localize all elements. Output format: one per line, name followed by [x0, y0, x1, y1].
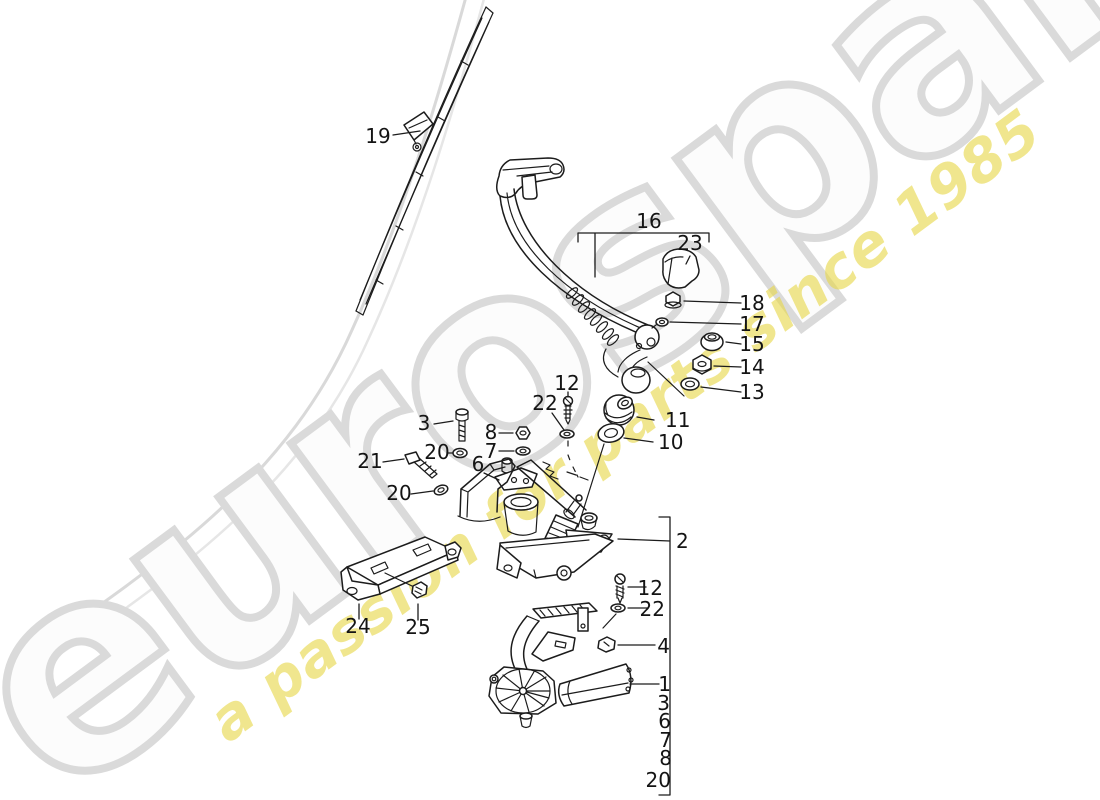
wiper-motor-drawing: [488, 573, 634, 729]
swoosh-curve: [34, 0, 467, 652]
arm-pivot-housing: [634, 324, 660, 350]
wiper-blade-drawing: [355, 6, 494, 316]
assembly-list-8: 8: [659, 746, 672, 770]
arm-spring-coil: [565, 287, 620, 346]
motor-body: [557, 663, 632, 707]
part-callout-22-lower: 22: [640, 597, 665, 621]
arm-hook-tab: [521, 174, 538, 200]
fastener-group-left: [404, 408, 531, 496]
gear-fan-spokes: [495, 668, 551, 714]
part-callout-7: 7: [485, 439, 498, 463]
callout-numbers: 19 16 23 18 17 15 14 13 12 22 11 10 3 8 …: [345, 124, 764, 792]
part-callout-20-lower: 20: [386, 481, 411, 505]
fastener-stack-right: [647, 248, 724, 397]
motor-bracket-plate: [531, 631, 576, 662]
nut-18: [665, 291, 681, 307]
cap-bushing: [580, 512, 598, 524]
part-callout-21: 21: [357, 449, 382, 473]
part-callout-1: 1: [658, 672, 671, 696]
part-callout-25: 25: [405, 615, 430, 639]
washer-20-lower: [433, 484, 449, 496]
side-flange: [496, 544, 522, 579]
part-callout-15: 15: [739, 332, 764, 356]
fastener-stack-center: [559, 394, 635, 528]
washer-22-upper: [559, 429, 575, 439]
assembly-list-7: 7: [659, 728, 672, 752]
washer-20-upper: [452, 447, 468, 459]
part-callout-14: 14: [739, 355, 764, 379]
wiper-arm-drawing: [496, 157, 660, 394]
washer-22-lower: [610, 603, 626, 613]
swoosh-curve-2: [47, 0, 485, 664]
bolt-3-head: [455, 408, 469, 416]
part-callout-11: 11: [665, 408, 690, 432]
nut-8: [515, 426, 531, 440]
washer-10: [597, 423, 625, 443]
washer-7: [515, 446, 531, 456]
shaft-dome-cap: [621, 366, 651, 394]
assembly-list-3: 3: [657, 691, 670, 715]
clip-25: [411, 581, 428, 599]
part-callout-3: 3: [418, 411, 431, 435]
support-bracket-drawing: [340, 536, 462, 601]
part-callout-18: 18: [739, 291, 764, 315]
part-callout-12-upper: 12: [554, 371, 579, 395]
part-callout-24: 24: [345, 614, 370, 638]
part-callout-2: 2: [676, 529, 689, 553]
part-callout-4: 4: [657, 634, 670, 658]
wiper-mount-frame-drawing: [457, 458, 614, 581]
part-callout-19: 19: [365, 124, 390, 148]
part-callout-10: 10: [658, 430, 683, 454]
assembly-list-6: 6: [658, 709, 671, 733]
bearing-collar: [503, 493, 539, 511]
part-callout-12-lower: 12: [638, 576, 663, 600]
washer-17: [655, 317, 669, 327]
nut-14: [692, 354, 712, 375]
part-callout-17: 17: [739, 312, 764, 336]
part-callout-23: 23: [677, 231, 702, 255]
blade-bridge-clip: [403, 111, 434, 141]
washer-13: [680, 377, 700, 391]
shaft-ball-tip: [575, 494, 583, 502]
bolt-21-head: [404, 451, 421, 465]
assembly-list-20: 20: [646, 768, 671, 792]
part-callout-16: 16: [636, 209, 661, 233]
part-callout-20-upper: 20: [424, 440, 449, 464]
callout-leader-lines: [358, 130, 742, 796]
part-callout-6: 6: [472, 452, 485, 476]
part-callout-22-upper: 22: [532, 391, 557, 415]
part-callout-8: 8: [485, 420, 498, 444]
part-callout-13: 13: [739, 380, 764, 404]
